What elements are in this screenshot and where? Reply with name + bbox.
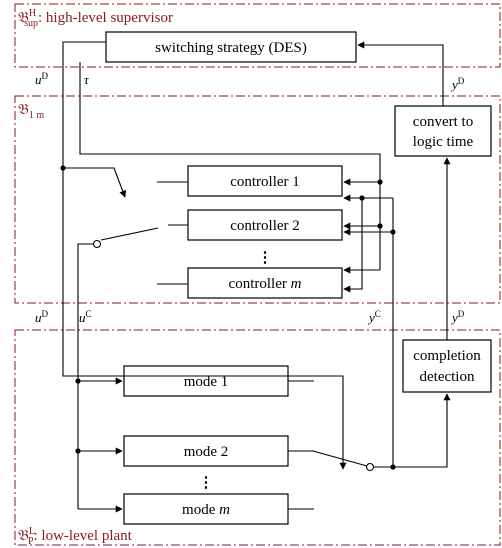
convert-label-line1: convert to — [413, 114, 473, 130]
junction-tau-2 — [377, 223, 383, 229]
controller-1-block — [187, 165, 343, 197]
junction-uC-2 — [75, 448, 81, 454]
wire-uD-to-controller-switch — [63, 167, 127, 198]
junction-yC-3 — [390, 464, 396, 470]
controller-ellipsis: ⋮ — [258, 250, 273, 266]
signal-tau: τ — [84, 72, 90, 87]
controller-m-label: controller m — [229, 276, 302, 292]
junctions — [60, 165, 396, 472]
junction-tau-1 — [377, 179, 383, 185]
controller-switch-lever — [100, 227, 159, 241]
wire-yC-to-completion — [373, 393, 451, 468]
mode-m-block — [123, 493, 289, 525]
completion-detection-block — [402, 339, 492, 393]
junction-yC-2 — [390, 229, 396, 235]
mode-ellipsis: ⋮ — [199, 475, 214, 491]
mode-switch-pivot — [365, 462, 375, 472]
connection-wires — [62, 41, 451, 513]
switching-strategy-block — [105, 31, 357, 63]
signal-yD-bottom: yD — [450, 309, 465, 325]
signal-uC: uC — [79, 309, 92, 325]
wire-yC-to-controllerm — [343, 197, 393, 293]
signal-yD-top: yD — [450, 76, 465, 92]
controller-2-label: controller 2 — [230, 218, 300, 234]
mode-m-label: mode m — [182, 502, 230, 518]
mode-2-block — [123, 435, 289, 467]
junction-yC-1 — [359, 195, 365, 201]
signal-yC: yC — [367, 309, 381, 325]
convert-label-line2: logic time — [413, 134, 474, 150]
controller-region-label: 𝔅1 m — [18, 102, 44, 121]
controller-region — [14, 95, 501, 304]
mode-1-label: mode 1 — [184, 374, 229, 390]
plant-region — [14, 329, 501, 546]
wire-yD-to-switching — [357, 41, 444, 106]
mode-1-block — [123, 365, 289, 397]
controller-switch-pivot — [92, 239, 102, 249]
controller-2-block — [187, 209, 343, 241]
completion-label-line2: detection — [420, 369, 475, 385]
convert-logic-time-block — [394, 105, 492, 157]
completion-label-line1: completion — [413, 348, 481, 364]
junction-uC-1 — [75, 378, 81, 384]
signal-uD-bottom: uD — [35, 309, 49, 325]
wire-tau — [79, 62, 381, 270]
switching-strategy-label: switching strategy (DES) — [155, 40, 307, 56]
mode-2-label: mode 2 — [184, 444, 229, 460]
mode-switch-lever — [312, 450, 368, 467]
controller-1-label: controller 1 — [230, 174, 300, 190]
wire-uD — [62, 41, 347, 470]
supervisor-region — [14, 3, 501, 68]
wire-uC — [77, 243, 97, 509]
signal-uD-top: uD — [35, 71, 49, 87]
junction-uD — [60, 165, 66, 171]
controller-m-block — [187, 267, 343, 299]
